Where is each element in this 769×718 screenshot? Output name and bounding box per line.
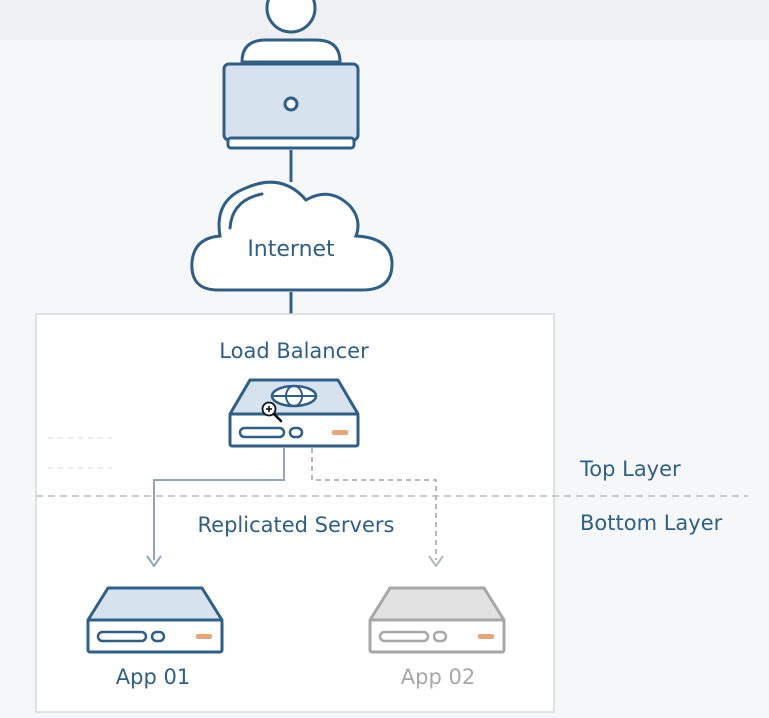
bottom-layer-label: Bottom Layer xyxy=(580,511,723,535)
load-balancer-server-icon xyxy=(228,378,360,448)
user-icon xyxy=(240,0,342,64)
arrow-head xyxy=(428,555,444,567)
app01-label: App 01 xyxy=(116,665,190,689)
replicated-servers-label: Replicated Servers xyxy=(198,513,395,537)
top-layer-label: Top Layer xyxy=(579,457,681,481)
connector-app02 xyxy=(311,448,437,560)
cloud-label: Internet xyxy=(247,237,335,262)
zoom-in-cursor-icon xyxy=(261,401,283,423)
app02-server-icon xyxy=(368,586,506,654)
app02-label: App 02 xyxy=(401,665,475,689)
globe-icon xyxy=(270,384,318,408)
laptop-icon xyxy=(222,62,360,150)
cloud-icon xyxy=(190,180,394,292)
arrow-head xyxy=(146,555,162,567)
connector-app01 xyxy=(153,448,285,560)
top-band xyxy=(0,0,769,40)
app01-server-icon xyxy=(86,586,224,654)
load-balancer-label: Load Balancer xyxy=(219,339,369,363)
